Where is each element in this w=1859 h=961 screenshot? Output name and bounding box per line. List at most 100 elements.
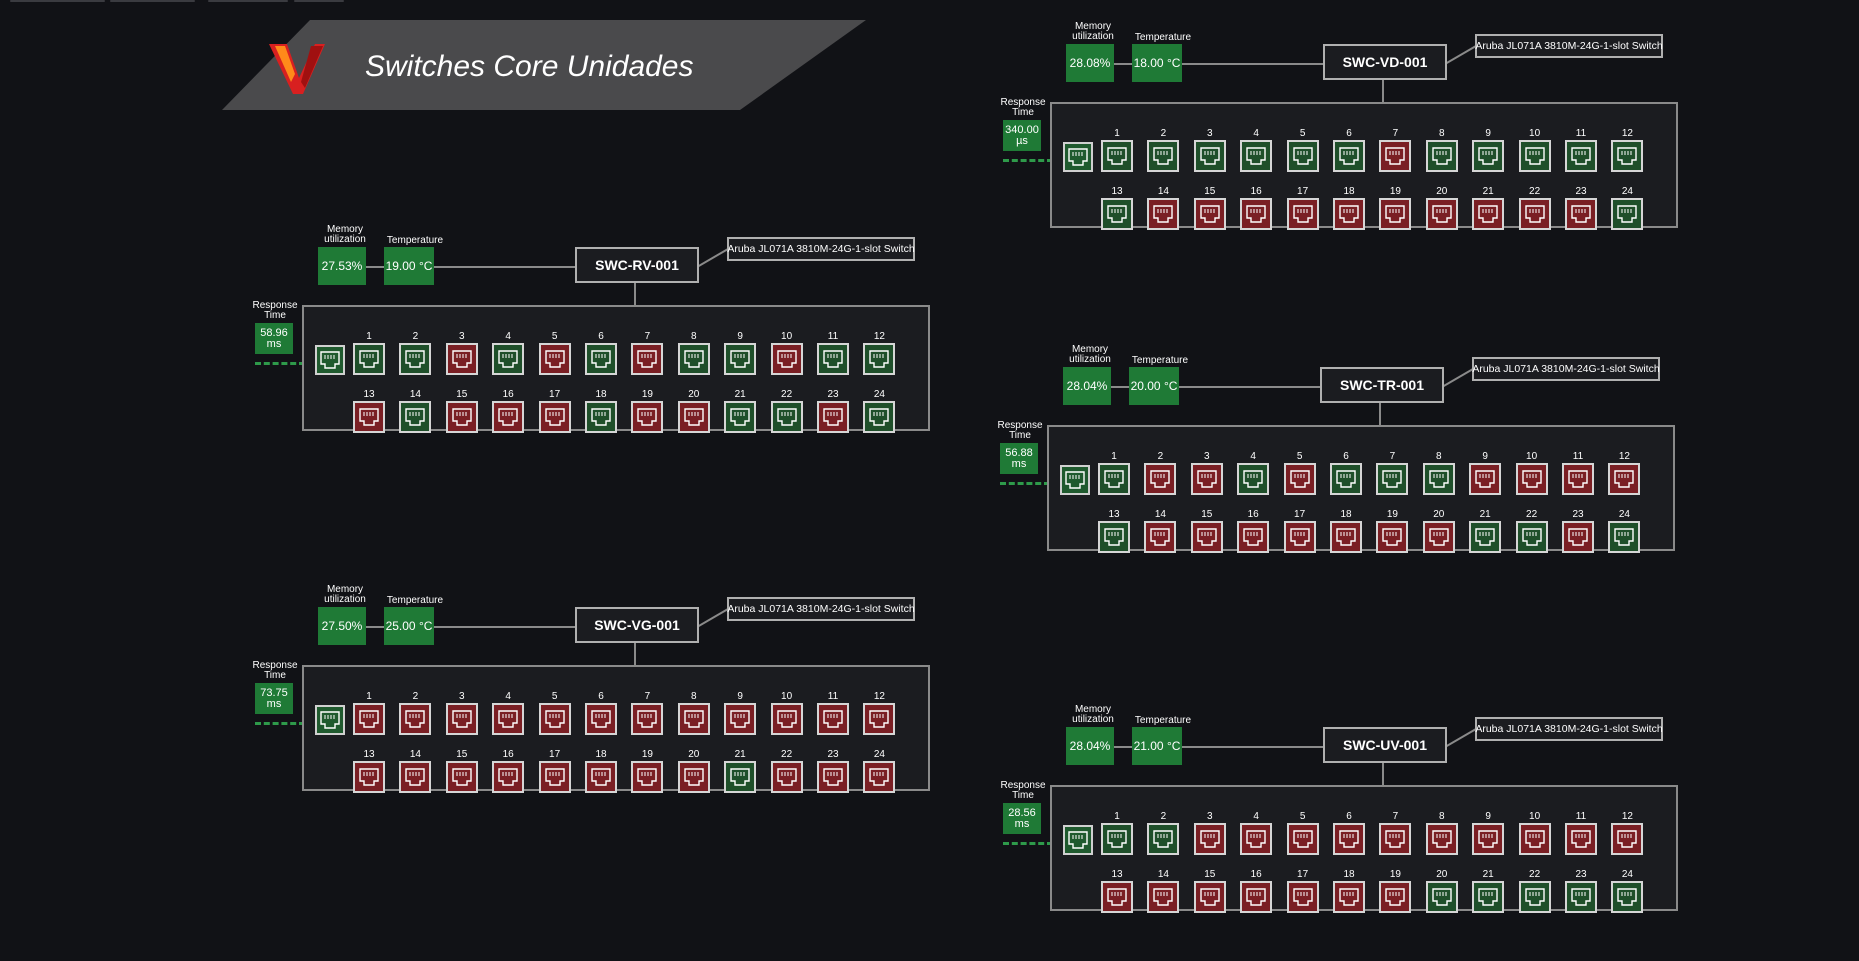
port-22-up[interactable]	[1515, 521, 1548, 553]
port-8-up[interactable]	[1425, 140, 1458, 172]
port-10-down[interactable]	[1518, 823, 1551, 855]
port-18-down[interactable]	[1330, 521, 1362, 553]
port-2-up[interactable]	[1147, 823, 1180, 855]
port-8-up[interactable]	[1422, 463, 1455, 495]
port-19-down[interactable]	[631, 401, 664, 433]
port-7-up[interactable]	[1376, 463, 1409, 495]
port-11-up[interactable]	[1565, 140, 1597, 172]
port-23-down[interactable]	[817, 401, 849, 433]
port-1-up[interactable]	[1101, 823, 1133, 855]
port-23-down[interactable]	[817, 761, 849, 793]
port-9-up[interactable]	[1472, 140, 1505, 172]
port-9-down[interactable]	[1472, 823, 1505, 855]
uplink-port-icon[interactable]	[1063, 825, 1093, 855]
temperature-value[interactable]: 25.00 °C	[384, 607, 434, 645]
memory-value[interactable]: 27.50%	[318, 607, 366, 645]
port-13-down[interactable]	[1101, 881, 1133, 913]
port-21-down[interactable]	[1472, 198, 1505, 230]
port-20-down[interactable]	[1425, 198, 1458, 230]
port-7-down[interactable]	[1379, 140, 1412, 172]
port-3-up[interactable]	[1193, 140, 1226, 172]
port-22-up[interactable]	[770, 401, 803, 433]
port-20-down[interactable]	[1422, 521, 1455, 553]
port-1-down[interactable]	[353, 703, 385, 735]
switch-model[interactable]: Aruba JL071A 3810M-24G-1-slot Switch	[1475, 34, 1663, 58]
port-10-down[interactable]	[770, 343, 803, 375]
port-5-down[interactable]	[1283, 463, 1316, 495]
switch-model[interactable]: Aruba JL071A 3810M-24G-1-slot Switch	[1472, 357, 1660, 381]
port-6-down[interactable]	[1333, 823, 1365, 855]
port-2-down[interactable]	[1144, 463, 1177, 495]
temperature-value[interactable]: 18.00 °C	[1132, 44, 1182, 82]
uplink-port-icon[interactable]	[1063, 142, 1093, 172]
port-10-down[interactable]	[1515, 463, 1548, 495]
port-20-up[interactable]	[1425, 881, 1458, 913]
temperature-value[interactable]: 20.00 °C	[1129, 367, 1179, 405]
port-21-up[interactable]	[724, 401, 757, 433]
port-14-down[interactable]	[399, 761, 432, 793]
port-21-up[interactable]	[724, 761, 757, 793]
port-8-up[interactable]	[677, 343, 710, 375]
port-12-up[interactable]	[863, 343, 896, 375]
switch-name[interactable]: SWC-TR-001	[1320, 367, 1444, 403]
port-15-down[interactable]	[1193, 198, 1226, 230]
port-3-down[interactable]	[1190, 463, 1223, 495]
port-9-down[interactable]	[1469, 463, 1502, 495]
port-6-down[interactable]	[585, 703, 617, 735]
port-15-down[interactable]	[445, 761, 478, 793]
uplink-port-icon[interactable]	[315, 345, 345, 375]
response-time-value[interactable]: 58.96 ms	[255, 323, 293, 354]
switch-name[interactable]: SWC-UV-001	[1323, 727, 1447, 763]
port-19-down[interactable]	[1376, 521, 1409, 553]
port-1-up[interactable]	[1101, 140, 1133, 172]
port-4-up[interactable]	[1240, 140, 1273, 172]
temperature-value[interactable]: 19.00 °C	[384, 247, 434, 285]
port-14-down[interactable]	[1147, 198, 1180, 230]
port-4-up[interactable]	[492, 343, 525, 375]
port-13-down[interactable]	[353, 401, 385, 433]
port-11-down[interactable]	[1562, 463, 1594, 495]
port-9-down[interactable]	[724, 703, 757, 735]
port-18-up[interactable]	[585, 401, 617, 433]
port-7-down[interactable]	[631, 703, 664, 735]
port-19-down[interactable]	[1379, 881, 1412, 913]
port-11-up[interactable]	[817, 343, 849, 375]
port-16-down[interactable]	[492, 761, 525, 793]
memory-value[interactable]: 28.04%	[1063, 367, 1111, 405]
response-time-value[interactable]: 28.56 ms	[1003, 803, 1041, 834]
switch-name[interactable]: SWC-RV-001	[575, 247, 699, 283]
port-16-down[interactable]	[1237, 521, 1270, 553]
port-17-down[interactable]	[538, 401, 571, 433]
port-17-down[interactable]	[1286, 881, 1319, 913]
port-6-up[interactable]	[585, 343, 617, 375]
port-12-down[interactable]	[863, 703, 896, 735]
port-4-down[interactable]	[1240, 823, 1273, 855]
port-8-down[interactable]	[677, 703, 710, 735]
port-24-up[interactable]	[863, 401, 896, 433]
port-21-up[interactable]	[1472, 881, 1505, 913]
port-17-down[interactable]	[1283, 521, 1316, 553]
port-13-up[interactable]	[1098, 521, 1130, 553]
port-24-down[interactable]	[863, 761, 896, 793]
port-16-down[interactable]	[492, 401, 525, 433]
port-5-down[interactable]	[1286, 823, 1319, 855]
switch-name[interactable]: SWC-VD-001	[1323, 44, 1447, 80]
port-2-up[interactable]	[1147, 140, 1180, 172]
response-time-value[interactable]: 340.00 µs	[1003, 120, 1041, 151]
port-15-down[interactable]	[445, 401, 478, 433]
port-18-down[interactable]	[1333, 881, 1365, 913]
port-14-down[interactable]	[1144, 521, 1177, 553]
port-15-down[interactable]	[1190, 521, 1223, 553]
memory-value[interactable]: 28.04%	[1066, 727, 1114, 765]
port-5-down[interactable]	[538, 703, 571, 735]
port-13-up[interactable]	[1101, 198, 1133, 230]
port-19-down[interactable]	[631, 761, 664, 793]
uplink-port-icon[interactable]	[1060, 465, 1090, 495]
switch-model[interactable]: Aruba JL071A 3810M-24G-1-slot Switch	[727, 237, 915, 261]
port-22-up[interactable]	[1518, 881, 1551, 913]
port-22-down[interactable]	[1518, 198, 1551, 230]
port-6-up[interactable]	[1330, 463, 1362, 495]
port-18-down[interactable]	[585, 761, 617, 793]
port-16-down[interactable]	[1240, 198, 1273, 230]
port-6-up[interactable]	[1333, 140, 1365, 172]
